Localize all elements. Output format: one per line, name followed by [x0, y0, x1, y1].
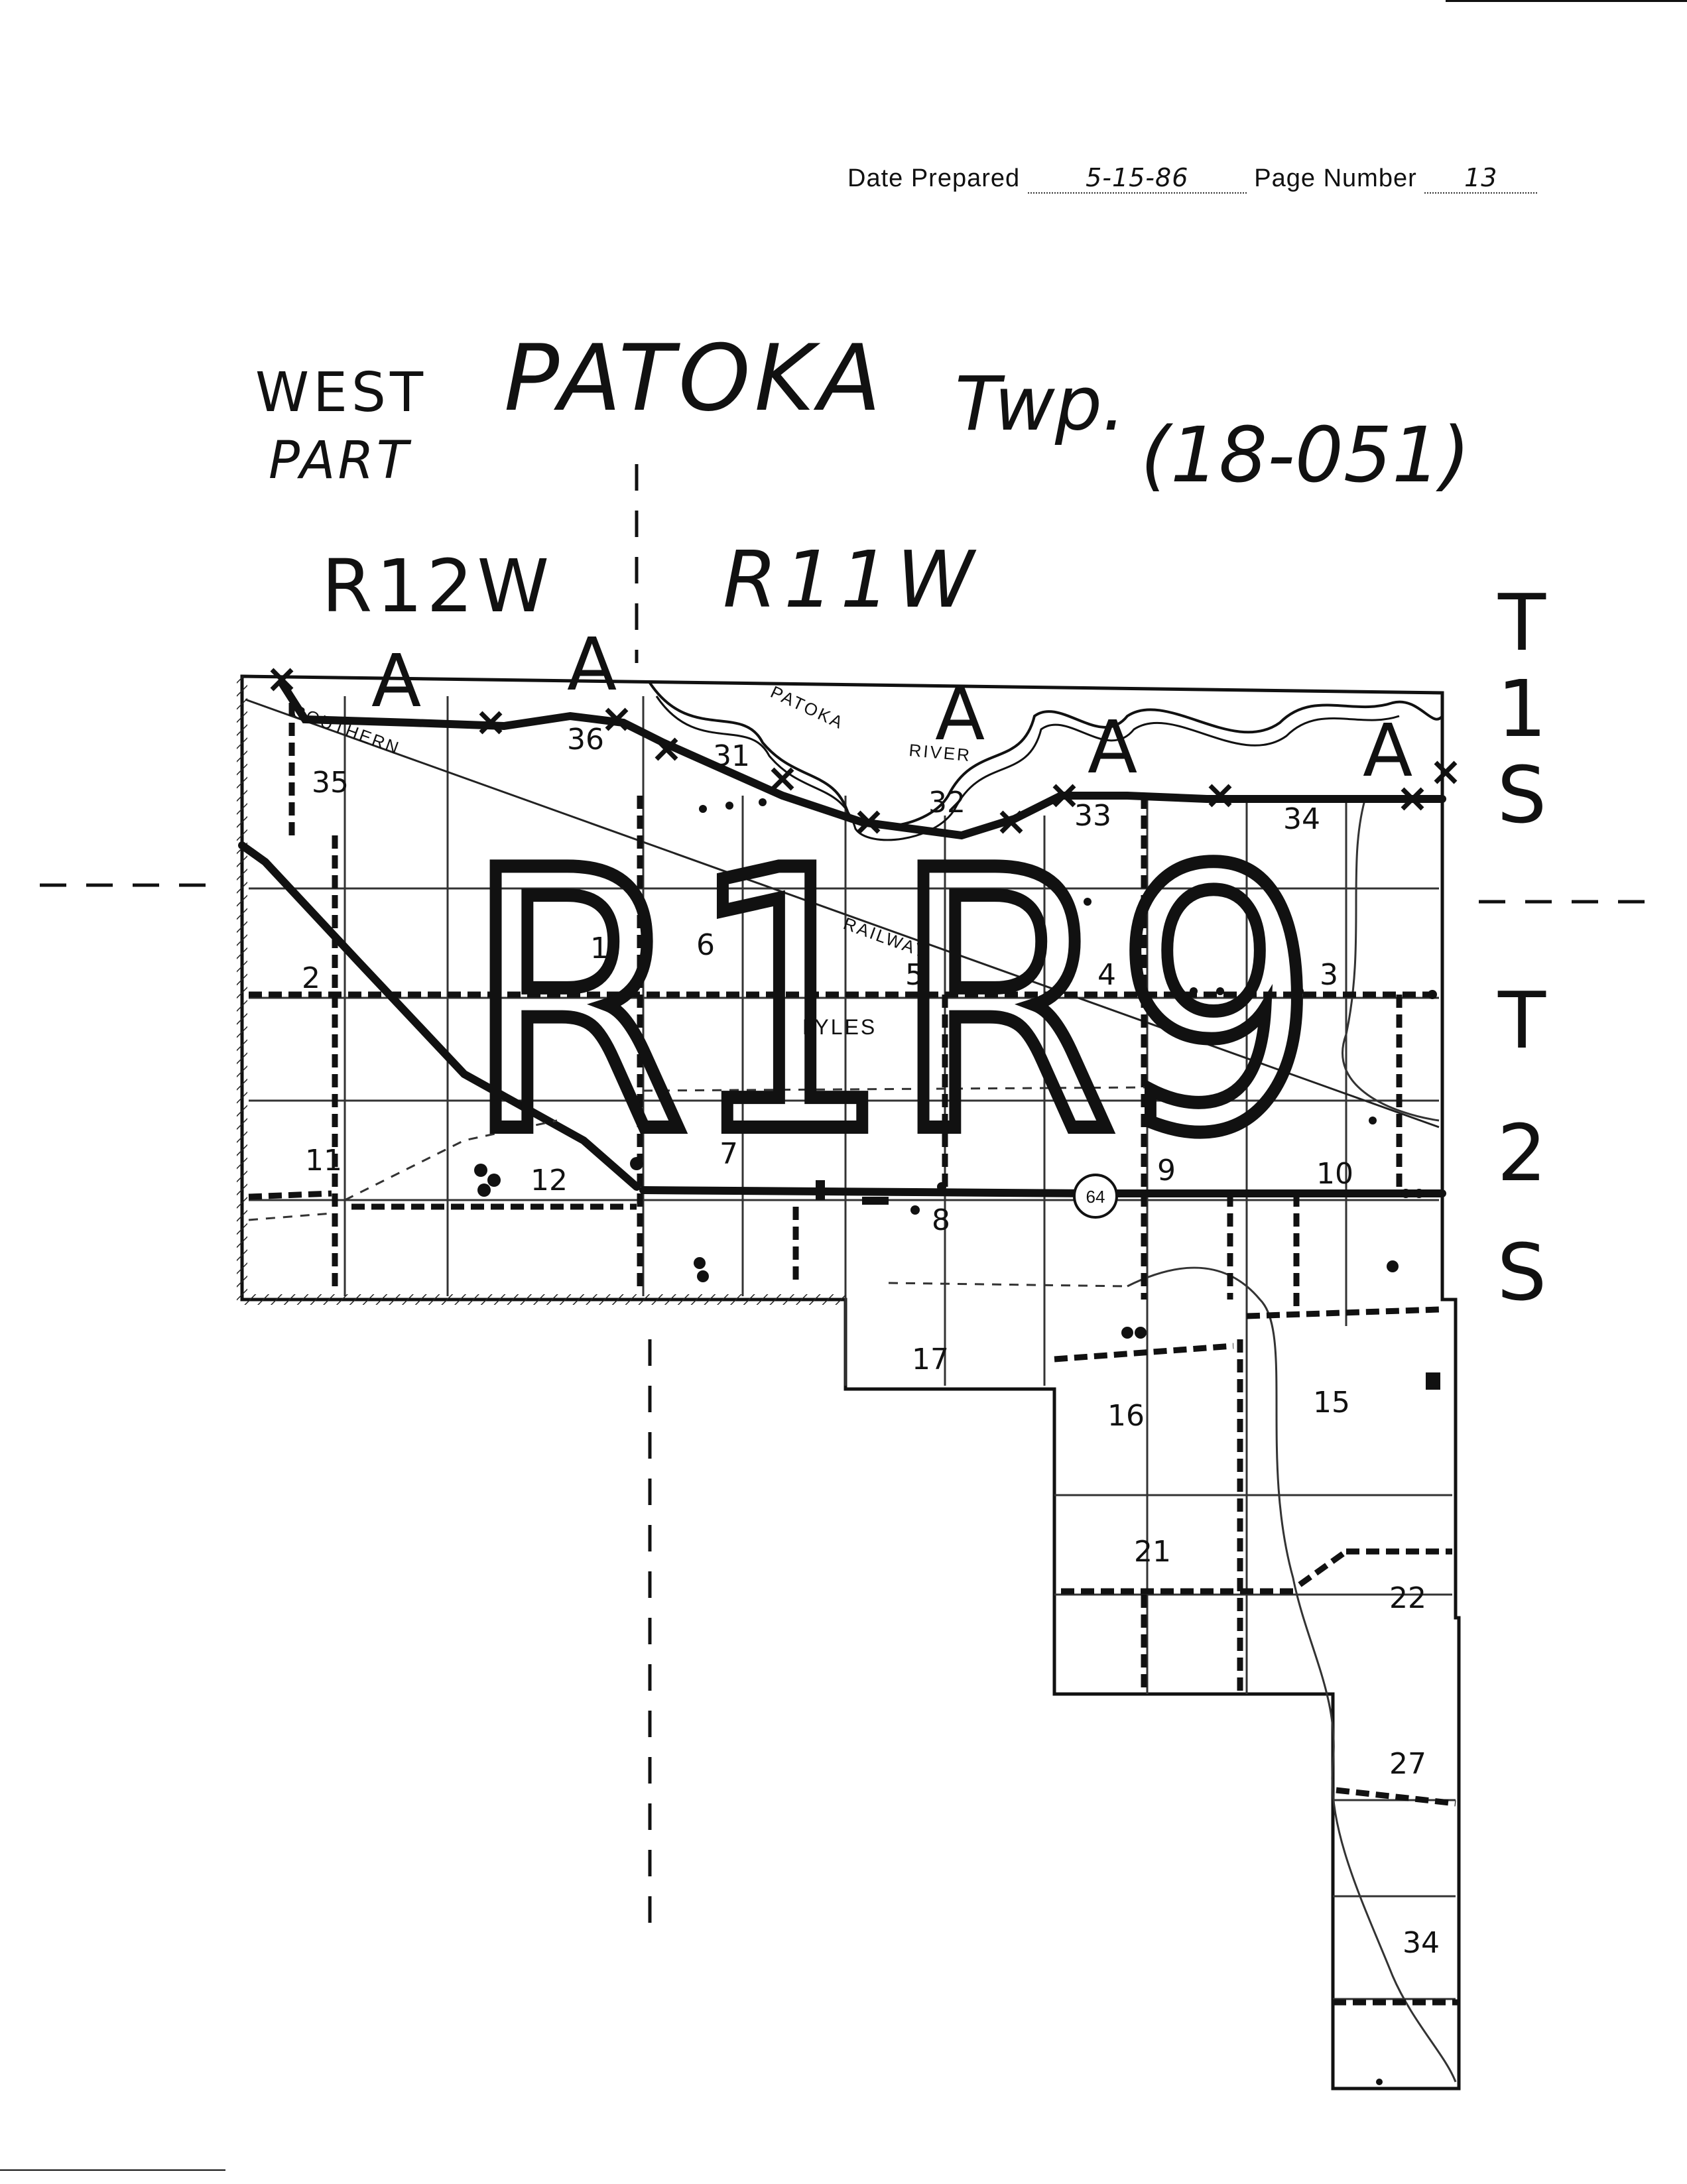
- section-7: 7: [719, 1137, 738, 1171]
- river-label-patoka: PATOKA: [767, 682, 847, 733]
- section-8: 8: [932, 1203, 950, 1237]
- area-mark-3: A: [935, 672, 985, 757]
- area-mark-4: A: [1088, 705, 1137, 790]
- section-33: 33: [1074, 799, 1111, 833]
- section-5: 5: [905, 958, 924, 992]
- section-22: 22: [1389, 1581, 1426, 1615]
- township-upper-1: 1: [1497, 663, 1547, 755]
- section-31: 31: [713, 739, 750, 773]
- highway-64-marker: 64: [1073, 1174, 1118, 1219]
- area-mark-5: A: [1363, 708, 1412, 793]
- title-part: PART: [269, 431, 411, 491]
- area-mark-1: A: [371, 638, 421, 723]
- section-2: 2: [302, 961, 320, 995]
- page-number-value: 13: [1424, 163, 1538, 194]
- section-1: 1: [590, 932, 609, 965]
- town-lyles: LYLES: [802, 1015, 877, 1039]
- section-3: 3: [1320, 958, 1338, 992]
- section-36: 36: [567, 723, 604, 757]
- section-27: 27: [1389, 1747, 1426, 1781]
- township-lower-2: 2: [1497, 1107, 1547, 1199]
- hatched-edge: [237, 676, 845, 1305]
- township-upper-s: S: [1497, 749, 1547, 841]
- date-prepared-label: Date Prepared: [847, 164, 1021, 192]
- area-mark-2: A: [567, 622, 617, 707]
- creek: [1127, 795, 1457, 2083]
- patoka-river-bank: [655, 696, 1400, 841]
- township-boundary-lines: [40, 464, 1645, 1929]
- section-34-upper: 34: [1283, 802, 1320, 836]
- area-marks: A A A A A: [371, 622, 1412, 793]
- township-abbrev: Twp.: [955, 361, 1126, 448]
- title-west: WEST: [255, 361, 428, 424]
- top-edge-line: [1446, 0, 1687, 2]
- date-prepared-value: 5-15-86: [1027, 163, 1247, 194]
- section-32: 32: [928, 786, 966, 819]
- township-upper-t: T: [1497, 577, 1546, 668]
- page-header: Date Prepared 5-15-86 Page Number 13: [847, 163, 1538, 194]
- section-11: 11: [305, 1144, 342, 1178]
- handwritten-code-r1r9: R1R9: [464, 796, 1320, 1212]
- township-lower-t: T: [1497, 975, 1546, 1066]
- secondary-roads: [248, 703, 1459, 2006]
- township-lower-s: S: [1497, 1227, 1547, 1318]
- section-12: 12: [531, 1164, 568, 1197]
- section-34-lower: 34: [1403, 1926, 1440, 1960]
- section-16: 16: [1107, 1399, 1145, 1433]
- section-35: 35: [312, 766, 349, 800]
- range-label-right: R11W: [723, 534, 981, 625]
- section-10: 10: [1316, 1157, 1353, 1191]
- section-17: 17: [912, 1343, 949, 1376]
- section-21: 21: [1134, 1535, 1171, 1569]
- southern-railway: [245, 698, 1440, 1128]
- section-9: 9: [1157, 1154, 1176, 1187]
- township-name: PATOKA: [504, 325, 885, 432]
- dashed-trails: [248, 1086, 1148, 1288]
- highway-64-label: 64: [1086, 1187, 1105, 1207]
- section-15: 15: [1313, 1386, 1350, 1420]
- page-number-label: Page Number: [1254, 164, 1417, 192]
- section-4: 4: [1097, 958, 1116, 992]
- section-numbers: 35 36 31 32 33 34 2 1 6 5 4 3 11 12 7 8 …: [302, 723, 1440, 1960]
- section-grid: [249, 696, 1456, 2000]
- township-code: (18-051): [1141, 411, 1471, 500]
- road-crossing-marks: [270, 668, 1458, 834]
- section-6: 6: [696, 928, 715, 962]
- bottom-edge-line: [0, 2169, 225, 2171]
- building-dots: [474, 798, 1440, 2085]
- range-label-left: R12W: [322, 544, 554, 629]
- patoka-river: [649, 682, 1444, 828]
